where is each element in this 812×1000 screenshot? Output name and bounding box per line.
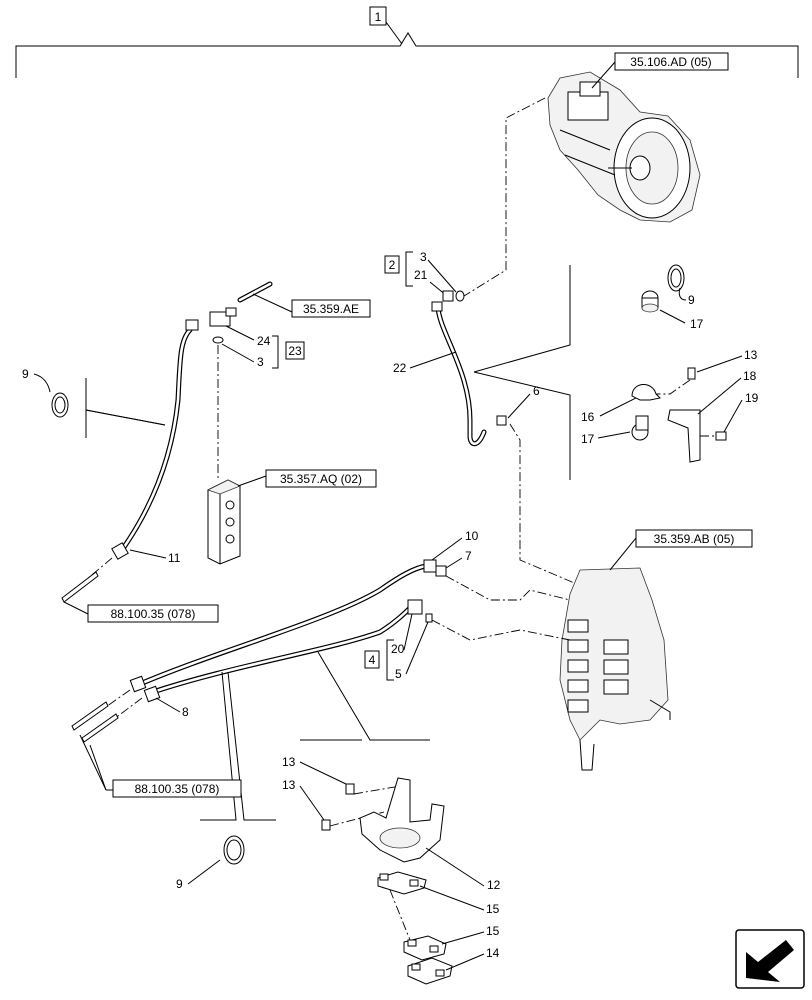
- callout-9-bottom: 9: [176, 877, 183, 891]
- callout-15-bottom: 15: [486, 924, 500, 938]
- ref-block-label: 35.357.AQ (02): [280, 472, 362, 486]
- ref-block-box[interactable]: [265, 469, 377, 488]
- callout-11: 11: [168, 551, 181, 565]
- callout-12: 12: [487, 878, 501, 892]
- kit-23-box[interactable]: [285, 341, 305, 360]
- main-item-box[interactable]: [369, 6, 387, 26]
- callout-5: 5: [395, 667, 402, 681]
- callout-16: 16: [581, 410, 595, 424]
- kit-4-box[interactable]: [364, 650, 380, 669]
- callout-13-mid: 13: [282, 755, 296, 769]
- kit-2-label: 2: [389, 258, 396, 272]
- ref-valve-label: 35.359.AB (05): [654, 532, 735, 546]
- ref-hose-top-box[interactable]: [291, 299, 371, 318]
- kit-4-label: 4: [369, 653, 376, 667]
- callout-18: 18: [743, 369, 757, 383]
- bracket-12: [359, 777, 445, 863]
- ref-cab-bottom-label: 88.100.35 (078): [135, 782, 220, 796]
- back-arrow-icon[interactable]: [735, 929, 805, 989]
- hydraulic-pump: [547, 71, 701, 223]
- ref-cab-bottom-box[interactable]: [112, 779, 242, 798]
- callout-10: 10: [465, 529, 479, 543]
- callout-20: 20: [391, 642, 405, 656]
- callout-3-top: 3: [420, 250, 427, 264]
- callout-19: 19: [745, 391, 759, 405]
- callout-21: 21: [414, 268, 428, 282]
- callout-24: 24: [257, 334, 271, 348]
- callout-13-right: 13: [744, 348, 758, 362]
- callout-6: 6: [533, 384, 540, 398]
- ref-hose-top-label: 35.359.AE: [303, 302, 359, 316]
- callout-13-low: 13: [282, 778, 296, 792]
- callout-9-left: 9: [22, 367, 29, 381]
- ref-pump-label: 35.106.AD (05): [630, 55, 711, 69]
- callout-8: 8: [182, 705, 189, 719]
- main-assembly-bracket: 1: [15, 6, 799, 78]
- kit-23-label: 23: [288, 344, 302, 358]
- ref-cab-left-box[interactable]: [87, 604, 219, 623]
- control-valve: [559, 567, 671, 771]
- callout-17-top: 17: [690, 317, 704, 331]
- callout-17-bottom: 17: [581, 432, 595, 446]
- main-item-label: 1: [375, 10, 382, 24]
- manifold-block: [206, 479, 241, 565]
- ref-pump-box[interactable]: [614, 52, 729, 71]
- ref-cab-left-label: 88.100.35 (078): [111, 607, 196, 621]
- callout-15-top: 15: [486, 902, 500, 916]
- callout-7: 7: [465, 549, 472, 563]
- ref-valve-box[interactable]: [635, 529, 753, 548]
- callout-22: 22: [393, 361, 407, 375]
- kit-2-box[interactable]: [384, 255, 400, 274]
- callout-3-left: 3: [257, 355, 264, 369]
- callout-14: 14: [486, 946, 500, 960]
- callout-9-top: 9: [688, 293, 695, 307]
